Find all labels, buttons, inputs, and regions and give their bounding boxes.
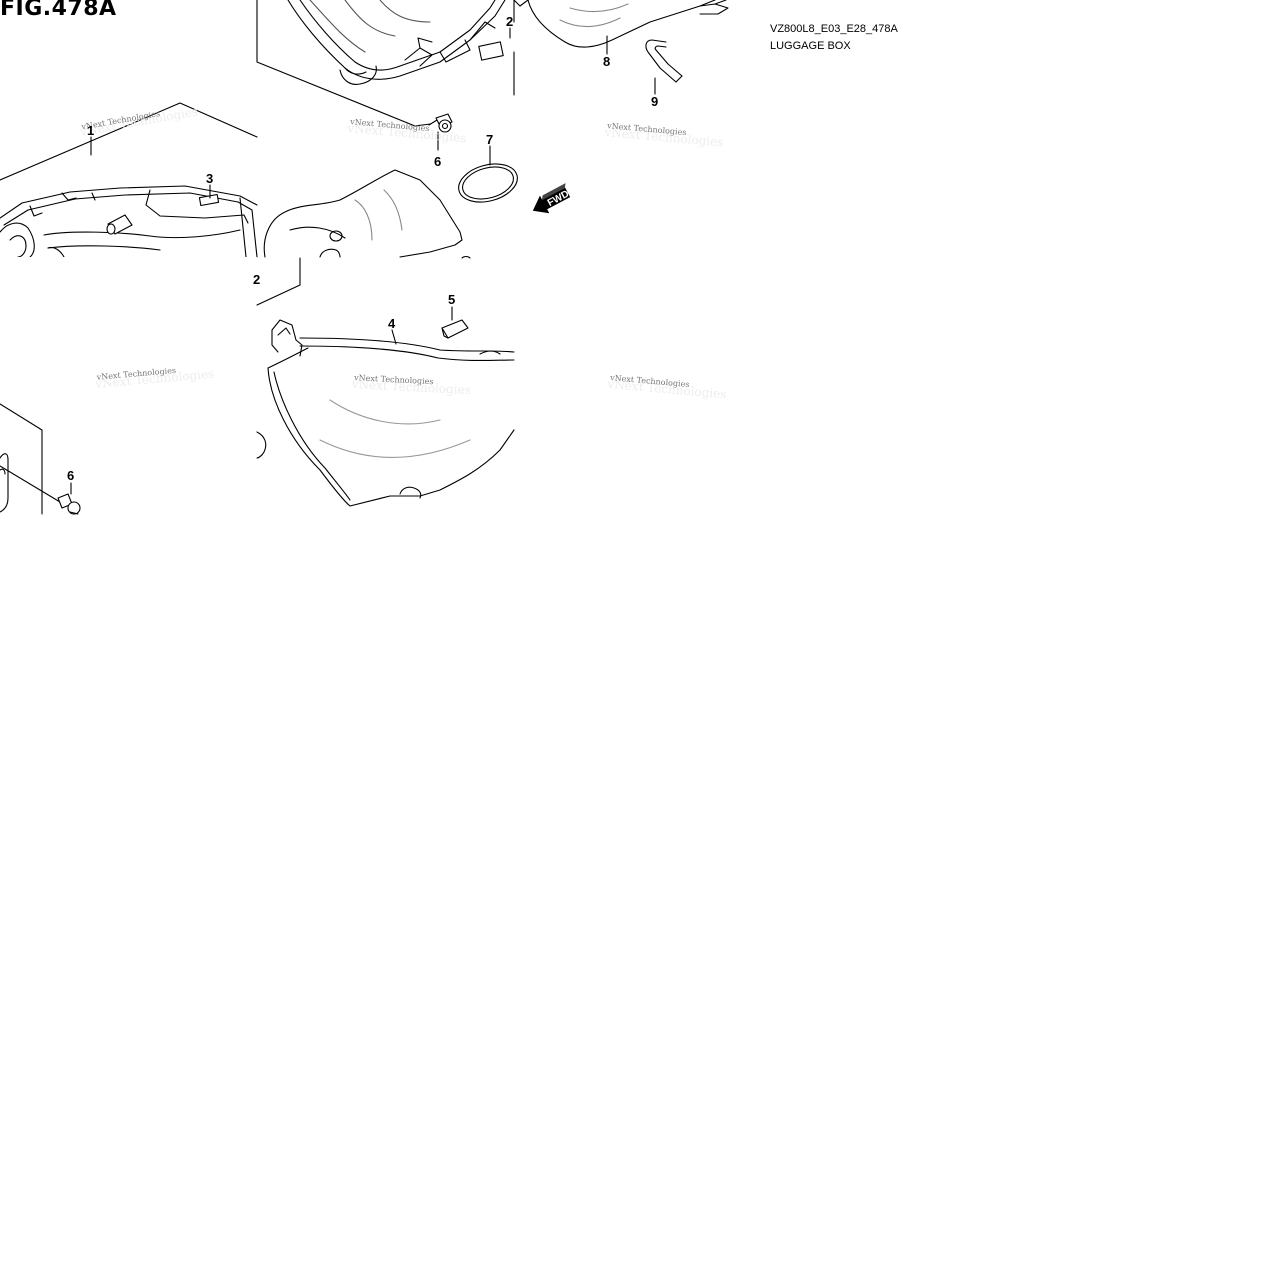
callout-5: 5	[448, 292, 455, 307]
bushing	[106, 214, 133, 235]
cushion-pad	[441, 319, 469, 339]
watermark-ghost: vNext Technologies	[350, 377, 471, 397]
callout-1: 1	[87, 123, 94, 138]
callout-6-bottom: 6	[67, 468, 74, 483]
callouts: 1 3 2 6 7 8 9 2 4 5 6	[67, 14, 658, 483]
rubber-cushion	[263, 169, 463, 258]
bottom-left-panel	[0, 403, 81, 515]
o-ring-seal	[458, 163, 518, 203]
tile-gaps	[0, 257, 1285, 260]
callout-2-partial: 2	[253, 272, 260, 287]
watermark: vNext Technologies	[353, 373, 434, 386]
leader-lines	[90, 27, 656, 345]
top-middle-panel	[256, 0, 515, 133]
fwd-arrow-icon: FWD	[532, 183, 571, 214]
top-left-panel	[0, 102, 258, 258]
callout-8: 8	[603, 54, 610, 69]
tool-wrench	[645, 39, 683, 83]
top-right-panel	[513, 0, 729, 83]
figure-title: FIG.478A	[0, 0, 117, 21]
middle-row	[263, 163, 518, 259]
callout-2: 2	[506, 14, 513, 29]
callout-3: 3	[206, 171, 213, 186]
watermarks: vNext Technologies vNext Technologies vN…	[78, 104, 727, 401]
seat-cover	[527, 0, 729, 48]
bottom-middle-panel	[256, 257, 515, 507]
luggage-tray	[287, 0, 506, 85]
callout-9: 9	[651, 94, 658, 109]
callout-4: 4	[388, 316, 396, 331]
bolt-6-top	[428, 113, 453, 133]
bolt-6-bottom	[57, 493, 81, 515]
callout-7: 7	[486, 132, 493, 147]
figure-code: VZ800L8_E03_E28_478A	[770, 23, 898, 35]
luggage-box-frame	[0, 185, 258, 258]
callout-6-top: 6	[434, 154, 441, 169]
side-cover	[267, 319, 515, 507]
figure-name: LUGGAGE BOX	[770, 40, 851, 52]
